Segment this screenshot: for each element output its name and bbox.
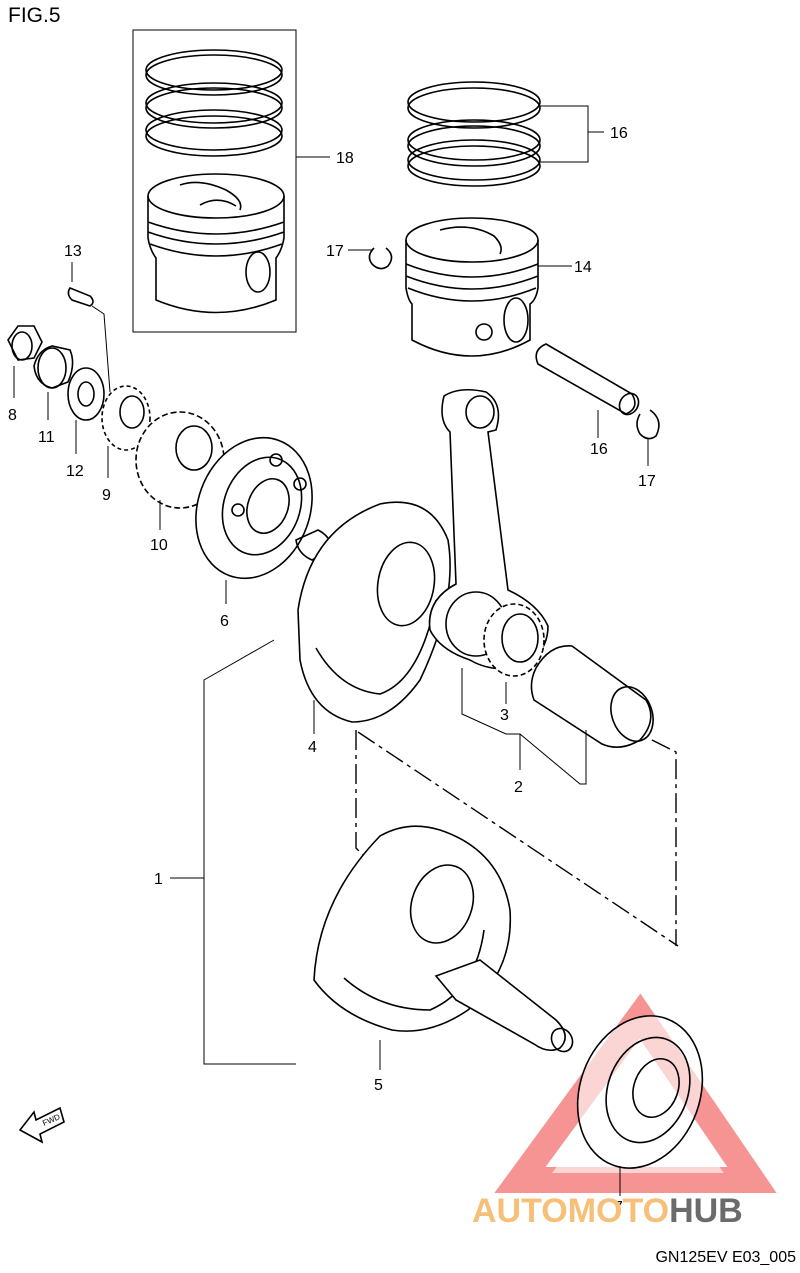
reference-code: GN125EV E03_005: [655, 1249, 796, 1266]
piston-14: [405, 217, 539, 357]
callout-1: 1: [154, 871, 163, 888]
bearing-3: [483, 603, 545, 677]
callout-17b: 17: [638, 473, 656, 490]
callout-15: 16: [610, 125, 628, 142]
callout-3: 3: [500, 707, 509, 724]
nut-8: [7, 325, 43, 361]
callout-12: 12: [66, 463, 84, 480]
circlip-17-right: [636, 409, 660, 440]
crank-4: [295, 501, 451, 723]
callout-17a: 17: [326, 243, 344, 260]
gear-9: [101, 385, 151, 451]
callout-11: 11: [38, 429, 55, 446]
callout-6: 6: [220, 613, 229, 630]
callouts: 18 16 14 17 17 16 13 8 11 12 9 10 6 4 3 …: [8, 125, 656, 1216]
callout-2: 2: [514, 779, 523, 796]
callout-9: 9: [102, 487, 111, 504]
figure-title: FIG.5: [8, 4, 61, 27]
washer-12: [67, 367, 105, 421]
key-13: [67, 287, 94, 307]
callout-7: 7: [614, 1199, 623, 1216]
circlip-17-top: [368, 247, 393, 270]
fwd-arrow: FWD: [18, 1106, 65, 1144]
callout-14: 14: [574, 259, 592, 276]
callout-18: 18: [336, 150, 354, 167]
piston-rings-15: [407, 81, 541, 187]
crank-5: [313, 825, 574, 1053]
callout-5: 5: [374, 1077, 383, 1094]
callout-10: 10: [150, 537, 168, 554]
callout-13: 13: [64, 243, 82, 260]
washer-11: [33, 345, 74, 389]
bearing-7: [576, 1015, 704, 1169]
bearing-6: [195, 436, 313, 580]
piston-pin-16: [535, 343, 640, 416]
piston-set-box: [132, 29, 297, 333]
callout-8: 8: [8, 407, 17, 424]
crank-pin: [530, 645, 654, 748]
callout-16: 16: [590, 441, 608, 458]
watermark-text: AUTOMOTOHUB: [472, 1192, 743, 1230]
callout-4: 4: [308, 739, 317, 756]
